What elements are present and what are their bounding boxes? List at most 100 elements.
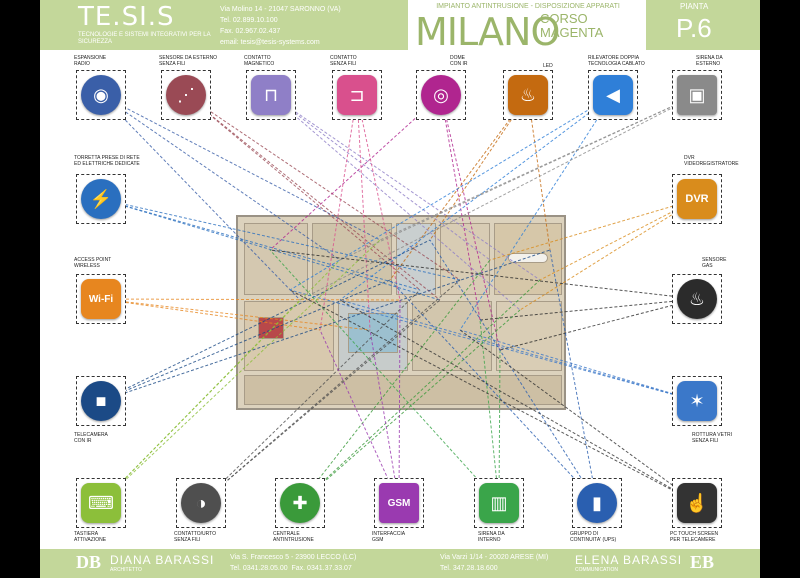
device-label: PC TOUCH SCREEN PER TELECAMERE <box>670 531 719 543</box>
connection-line <box>389 94 529 281</box>
footer-name-left: DIANA BARASSI <box>110 553 215 567</box>
project-city: MILANO <box>415 10 560 54</box>
dvr-icon: DVR <box>677 179 717 219</box>
ups-battery-icon: ▮ <box>577 483 617 523</box>
device-label: GRUPPO DI CONTINUITA' (UPS) <box>570 531 617 543</box>
connection-line <box>100 259 341 504</box>
connection-line <box>270 94 541 281</box>
company-address: Via Molino 14 - 21047 SARONNO (VA) Tel. … <box>220 6 341 46</box>
connection-line <box>429 94 529 241</box>
gsm-interface-icon: GSM <box>379 483 419 523</box>
dual-tech-detector-icon: ◀ <box>593 75 633 115</box>
control-panel-icon: ✚ <box>280 483 320 523</box>
connection-line <box>527 94 551 251</box>
connection-line <box>549 249 598 504</box>
connection-line <box>479 298 698 321</box>
connection-line <box>499 298 698 351</box>
connection-line <box>270 94 491 261</box>
device-label: ROTTURA VETRI SENZA FILI <box>692 432 733 444</box>
connection-line <box>389 279 598 504</box>
header-title-panel <box>408 0 646 50</box>
connection-line <box>339 94 614 301</box>
device-label: SENSORE DA ESTERNO SENZA FILI <box>159 55 218 67</box>
connection-line <box>379 94 698 241</box>
video-camera-icon: ■ <box>81 381 121 421</box>
connection-line <box>299 94 698 301</box>
connection-line <box>498 349 501 504</box>
plan-number: P.6 <box>676 13 712 43</box>
connection-line <box>369 329 400 504</box>
device-label: INTERFACCIA GSM <box>372 531 406 543</box>
connection-line <box>100 198 441 301</box>
connection-line <box>356 94 401 301</box>
device-label: DVR VIDEOREGISTRATORE <box>684 155 739 167</box>
device-label: TELECAMERA CON IR <box>74 432 108 444</box>
plan-label: PIANTA <box>680 2 709 11</box>
brand-tagline: TECNOLOGIE E SISTEMI INTEGRATIVI PER LA … <box>78 32 211 45</box>
connection-line <box>200 279 461 504</box>
footer-logo-left: DB <box>76 552 102 572</box>
device-label: LED <box>543 63 553 69</box>
wifi-icon: Wi-Fi <box>81 279 121 319</box>
device-label: CENTRALE ANTINTRUSIONE <box>273 531 314 543</box>
power-socket-icon: ⚡ <box>81 179 121 219</box>
connection-line <box>200 289 421 504</box>
connection-line <box>519 198 698 311</box>
device-label: TASTIERA ATTIVAZIONE <box>74 531 107 543</box>
headphones-radio-icon: ◉ <box>81 75 121 115</box>
footer-address-right: Via Varzi 1/14 - 20020 ARESE (MI) Tel. 3… <box>440 554 549 572</box>
device-label: CONTATTO MAGNETICO <box>244 55 275 67</box>
connection-line <box>319 94 358 331</box>
connection-line <box>100 239 381 504</box>
device-label: ACCESS POINT WIRELESS <box>74 257 112 269</box>
device-label: CONTATTO/URTO SENZA FILI <box>174 531 217 543</box>
outdoor-sensor-icon: ⋰ <box>166 75 206 115</box>
connection-line <box>100 198 461 281</box>
floor-plan-balcony <box>244 375 562 405</box>
dome-camera-icon: ◎ <box>421 75 461 115</box>
project-title: IMPIANTO ANTINTRUSIONE - DISPOSIZIONE AP… <box>436 3 620 10</box>
device-label: ESPANSIONE RADIO <box>74 55 107 67</box>
footer-name-right: ELENA BARASSI <box>575 553 683 567</box>
connection-line <box>100 298 401 301</box>
connection-line <box>459 329 698 402</box>
connection-line <box>100 94 381 241</box>
connection-line <box>289 94 614 291</box>
device-label: SIRENA DA ESTERNO <box>696 55 723 67</box>
connection-line <box>479 319 500 504</box>
wireless-contact-icon: ⊐ <box>337 75 377 115</box>
connection-line <box>319 329 400 504</box>
magnetic-contact-icon: ⊓ <box>251 75 291 115</box>
connection-line <box>289 289 698 402</box>
connection-line <box>440 94 501 351</box>
gas-flame-icon: ♨ <box>677 279 717 319</box>
connection-line <box>299 309 521 504</box>
connection-line <box>100 94 341 261</box>
connection-line <box>269 94 442 251</box>
footer-role-right: COMMUNICATION <box>575 567 618 573</box>
connection-line <box>356 94 371 331</box>
floor-plan-room <box>312 223 392 295</box>
connection-line <box>459 329 698 504</box>
connection-line <box>269 249 500 504</box>
footer-logo-right: EB <box>690 552 715 572</box>
connection-line <box>100 298 321 331</box>
footer-band <box>40 549 760 578</box>
connection-line <box>429 239 598 504</box>
connection-line <box>100 198 421 291</box>
connection-line <box>339 299 698 504</box>
connection-line <box>100 94 301 301</box>
connection-line <box>185 94 461 281</box>
project-street: CORSO MAGENTA <box>540 11 604 40</box>
connection-line <box>440 94 481 321</box>
connection-line <box>185 94 421 291</box>
connection-line <box>100 298 371 331</box>
keypad-icon: ⌨ <box>81 483 121 523</box>
device-label: CONTATTO SENZA FILI <box>330 55 357 67</box>
floor-plan-room <box>244 223 308 295</box>
connection-line <box>289 289 698 504</box>
floor-plan <box>236 215 566 410</box>
device-label: RILEVATORE DOPPIA TECNOLOGIA CABLATO <box>588 55 645 67</box>
device-label: SENSORE GAS <box>702 257 727 269</box>
glass-break-icon: ✶ <box>677 381 717 421</box>
